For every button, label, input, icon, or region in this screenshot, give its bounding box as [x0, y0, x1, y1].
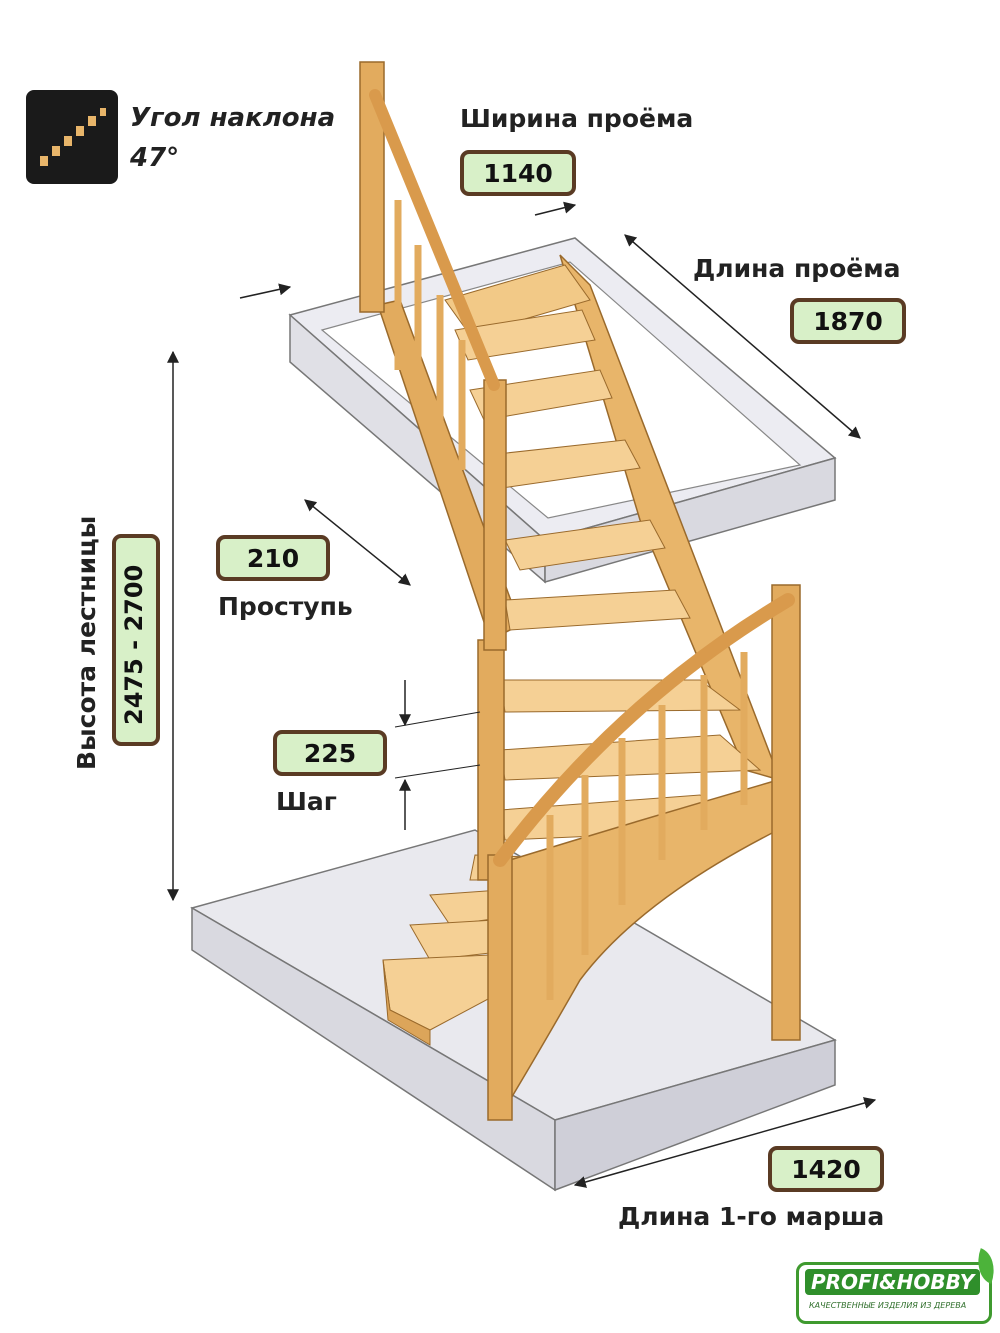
first-flight-badge: 1420	[768, 1146, 884, 1192]
opening-length-label: Длина проёма	[693, 254, 901, 283]
dimension-lines	[167, 201, 877, 1188]
stair-height-label: Высота лестницы	[72, 515, 101, 770]
opening-width-label: Ширина проёма	[460, 104, 694, 133]
tread-label: Проступь	[218, 592, 353, 621]
tread-badge: 210	[216, 535, 330, 581]
brand-name: PROFI&HOBBY	[805, 1269, 981, 1295]
stairs-icon	[26, 90, 118, 184]
brand-tagline: КАЧЕСТВЕННЫЕ ИЗДЕЛИЯ ИЗ ДЕРЕВА	[809, 1301, 967, 1310]
angle-label: Угол наклона 47°	[130, 98, 335, 178]
upper-railing	[359, 61, 507, 651]
first-flight-label: Длина 1-го марша	[618, 1202, 885, 1231]
opening-width-badge: 1140	[460, 150, 576, 196]
brand-logo[interactable]: PROFI&HOBBY КАЧЕСТВЕННЫЕ ИЗДЕЛИЯ ИЗ ДЕРЕ…	[796, 1248, 1000, 1324]
step-badge: 225	[273, 730, 387, 776]
step-label: Шаг	[276, 787, 337, 816]
opening-length-badge: 1870	[790, 298, 906, 344]
stair-height-badge	[112, 534, 160, 746]
lower-stringer	[509, 779, 779, 1103]
angle-title: Угол наклона	[130, 103, 336, 133]
central-newel-post	[477, 639, 505, 881]
angle-value: 47°	[130, 143, 180, 173]
stair-height-value: 2475 - 2700	[120, 564, 148, 725]
lower-railing	[487, 584, 801, 1121]
